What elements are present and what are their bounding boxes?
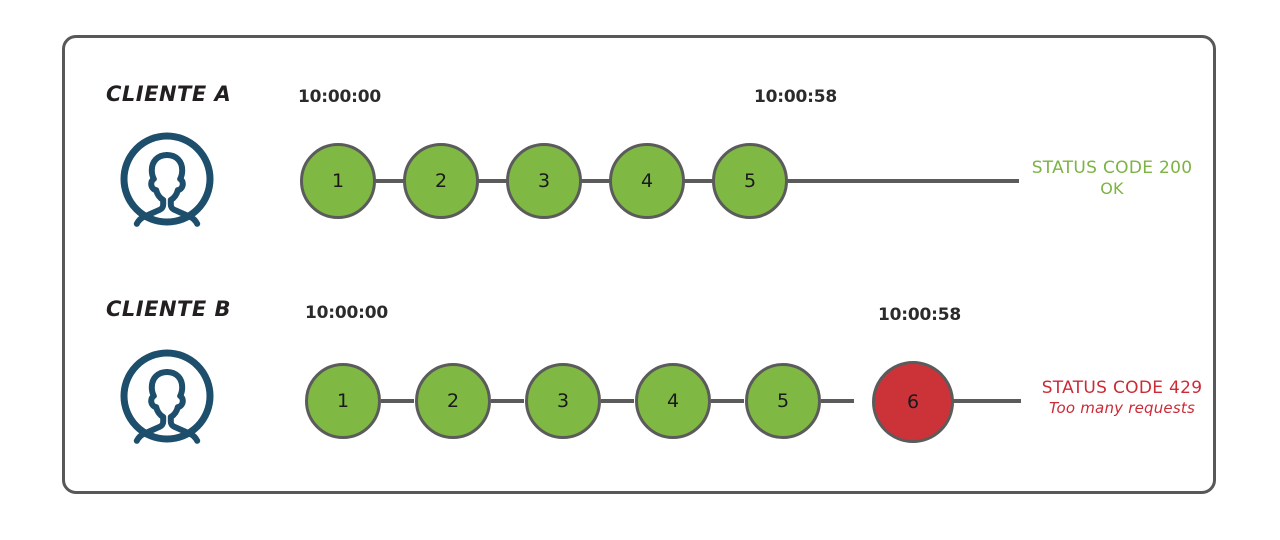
request-node-a-5[interactable]: 5 [712,143,788,219]
client-a-start-time: 10:00:00 [298,87,381,107]
request-node-b-1[interactable]: 1 [305,363,381,439]
request-node-b-6[interactable]: 6 [872,361,954,443]
request-node-b-3[interactable]: 3 [525,363,601,439]
request-node-a-3[interactable]: 3 [506,143,582,219]
client-a-label: CLIENTE A [106,82,232,106]
request-node-b-4[interactable]: 4 [635,363,711,439]
link-b-2-3 [491,399,524,403]
link-b-1-2 [381,399,414,403]
link-b-4-5 [711,399,744,403]
status-b-code: STATUS CODE 429 [1041,378,1203,398]
request-node-b-5[interactable]: 5 [745,363,821,439]
status-b-message: Too many requests [1049,399,1195,418]
diagram-frame [62,35,1216,494]
link-a-3-4 [578,179,610,183]
request-node-b-2[interactable]: 2 [415,363,491,439]
status-a-message: OK [1100,179,1124,199]
request-node-a-4[interactable]: 4 [609,143,685,219]
status-badge-b: STATUS CODE 429 Too many requests [1027,378,1217,418]
link-b-tail [931,399,1021,403]
request-node-a-1[interactable]: 1 [300,143,376,219]
user-avatar-icon [119,348,215,444]
request-node-a-2[interactable]: 2 [403,143,479,219]
status-a-code: STATUS CODE 200 [1031,158,1193,178]
link-a-tail [784,179,1019,183]
link-b-3-4 [601,399,634,403]
link-b-5-6 [821,399,854,403]
client-a-end-time: 10:00:58 [754,87,837,107]
user-avatar-icon [119,131,215,227]
link-a-1-2 [372,179,404,183]
link-a-2-3 [475,179,507,183]
status-badge-a: STATUS CODE 200 OK [1027,158,1197,199]
client-b-end-time: 10:00:58 [878,305,961,325]
client-b-start-time: 10:00:00 [305,303,388,323]
client-b-label: CLIENTE B [106,297,232,321]
link-a-4-5 [681,179,713,183]
